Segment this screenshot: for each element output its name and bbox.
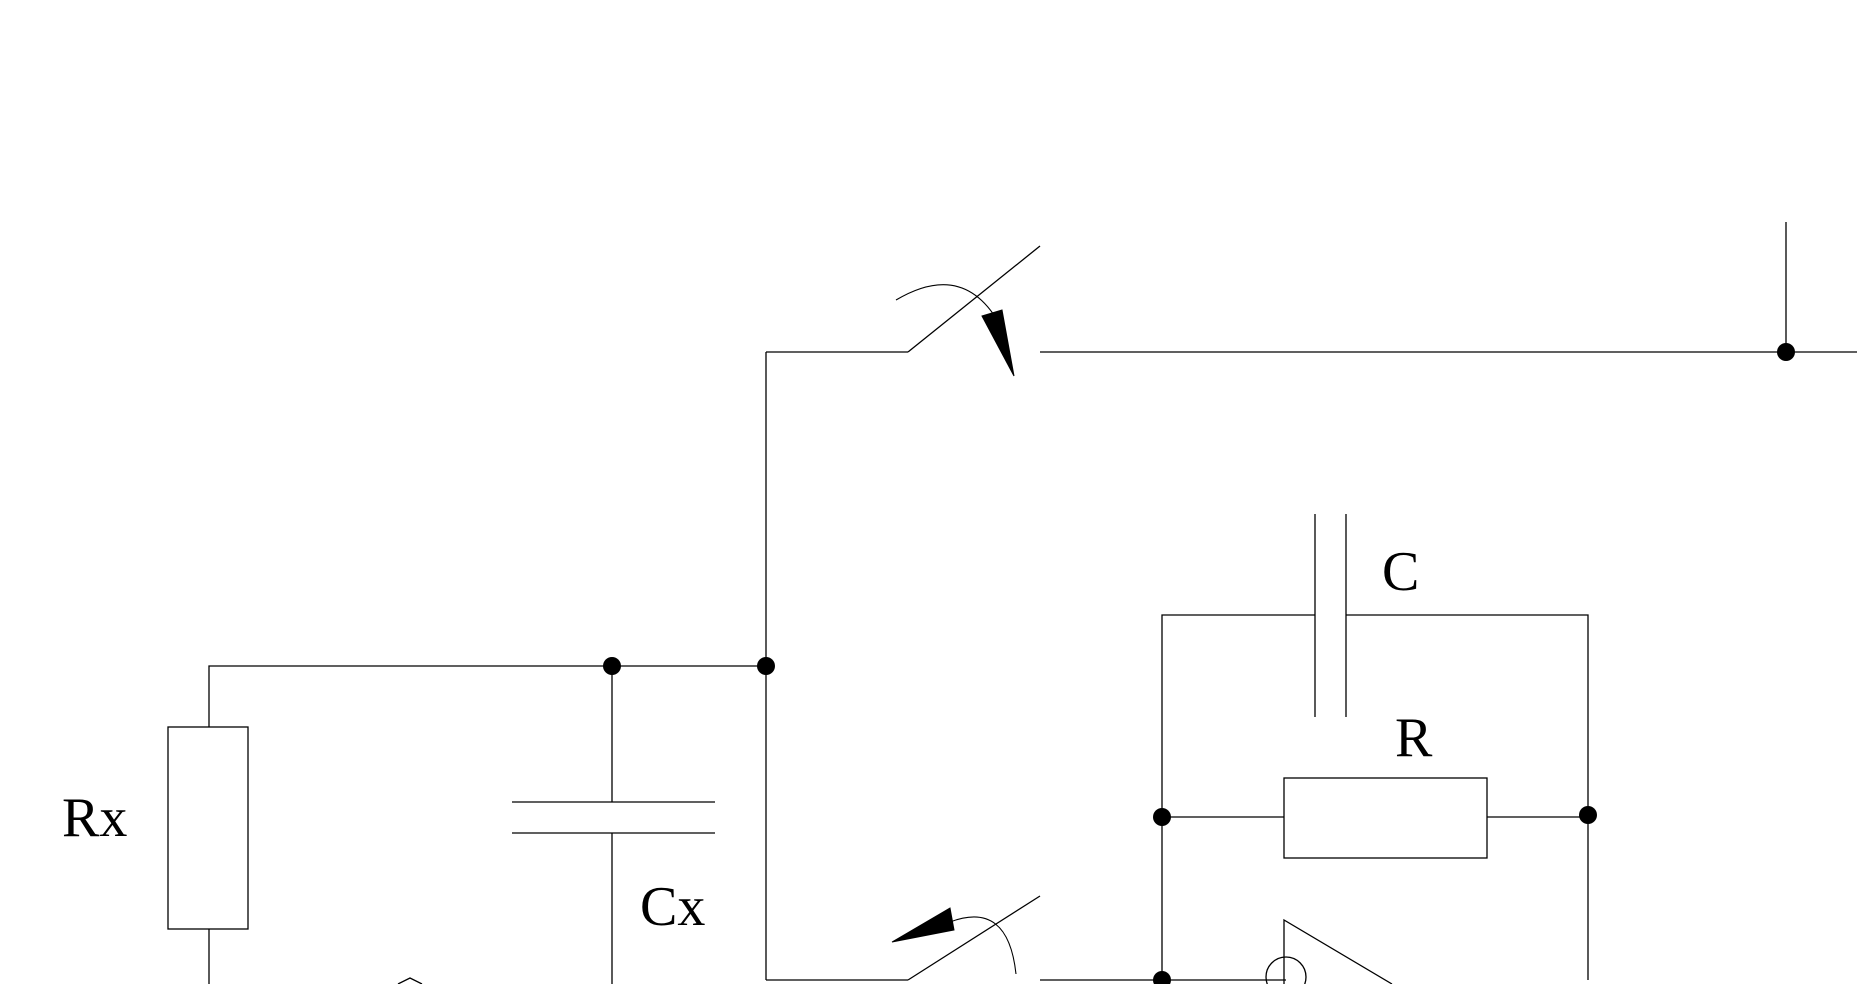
junction-opamp-input <box>1153 971 1171 984</box>
op-amp <box>1265 918 1393 984</box>
lower-switch-blade <box>907 895 1041 981</box>
switch-network <box>765 222 1857 981</box>
label-r: R <box>1395 707 1433 769</box>
lower-switch-arrow <box>891 907 955 943</box>
upper-switch-arrow <box>981 309 1015 377</box>
input-network <box>167 657 775 984</box>
partial-symbol-bottom <box>397 977 423 984</box>
inverting-input-bubble <box>1265 956 1307 984</box>
junction-r-right <box>1579 806 1597 824</box>
junction-cx-top <box>603 657 621 675</box>
label-rx: Rx <box>62 787 127 849</box>
lower-switch-arc <box>949 916 1017 975</box>
label-cx: Cx <box>640 876 705 938</box>
junction-r-left <box>1153 808 1171 826</box>
upper-switch-arc <box>895 284 997 319</box>
op-amp-body <box>1283 918 1393 984</box>
feedback-network <box>1153 514 1597 984</box>
upper-switch-blade <box>907 245 1041 353</box>
c-branch-left <box>1161 614 1315 980</box>
c-branch-right <box>1346 614 1589 980</box>
rx-resistor <box>167 726 249 930</box>
r-resistor <box>1283 777 1488 859</box>
junction-upper-right <box>1777 343 1795 361</box>
top-left-wire <box>208 665 766 727</box>
label-c: C <box>1382 541 1419 603</box>
